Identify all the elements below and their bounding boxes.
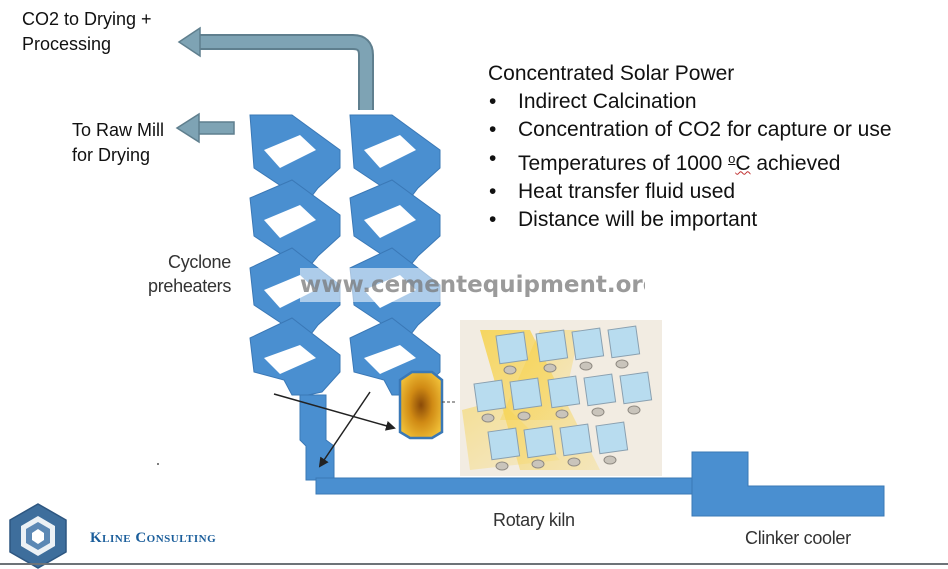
cyclone-label-line1: Cyclone (168, 252, 231, 272)
bullet-item-temperature: Temperatures of 1000 oC achieved (488, 145, 892, 178)
temp-unit: C (735, 151, 751, 175)
raw-mill-outlet-arrow (175, 112, 235, 144)
raw-mill-label-line1: To Raw Mill (72, 120, 165, 140)
bullet-item: Indirect Calcination (488, 88, 892, 116)
raw-mill-label-line2: for Drying (72, 145, 151, 165)
heliostat-field (460, 320, 662, 476)
clinker-cooler-label: Clinker cooler (745, 528, 851, 548)
bullet-item: Distance will be important (488, 206, 892, 234)
flow-arrows (273, 391, 396, 468)
bullet-item: Heat transfer fluid used (488, 178, 892, 206)
co2-exhaust-pipe (177, 26, 374, 110)
co2-label-line2: Processing (22, 34, 112, 54)
temp-prefix: Temperatures of 1000 (518, 151, 729, 175)
company-name: Kline Consulting (90, 530, 217, 546)
temp-suffix: achieved (750, 151, 841, 175)
bullet-item: Concentration of CO2 for capture or use (488, 116, 892, 144)
cyclone-label-line2: preheaters (148, 276, 232, 296)
rotary-kiln (315, 477, 697, 495)
calciner-to-kiln-arrow (318, 391, 371, 468)
solar-bullet-list: Indirect Calcination Concentration of CO… (488, 88, 892, 234)
feed-to-calciner-arrow (273, 393, 396, 431)
watermark: www.cementequipment.org (300, 268, 645, 302)
co2-label-line1: CO2 to Drying + (22, 9, 152, 29)
solar-heading: Concentrated Solar Power (488, 62, 735, 85)
solar-calciner (398, 370, 456, 440)
kline-logo-icon (9, 503, 67, 569)
clinker-cooler (691, 451, 885, 517)
solar-power-notes: Concentrated Solar Power Indirect Calcin… (488, 60, 892, 234)
footer-divider (0, 563, 948, 565)
rotary-kiln-label: Rotary kiln (493, 510, 575, 530)
degree-superscript: o (728, 150, 736, 166)
